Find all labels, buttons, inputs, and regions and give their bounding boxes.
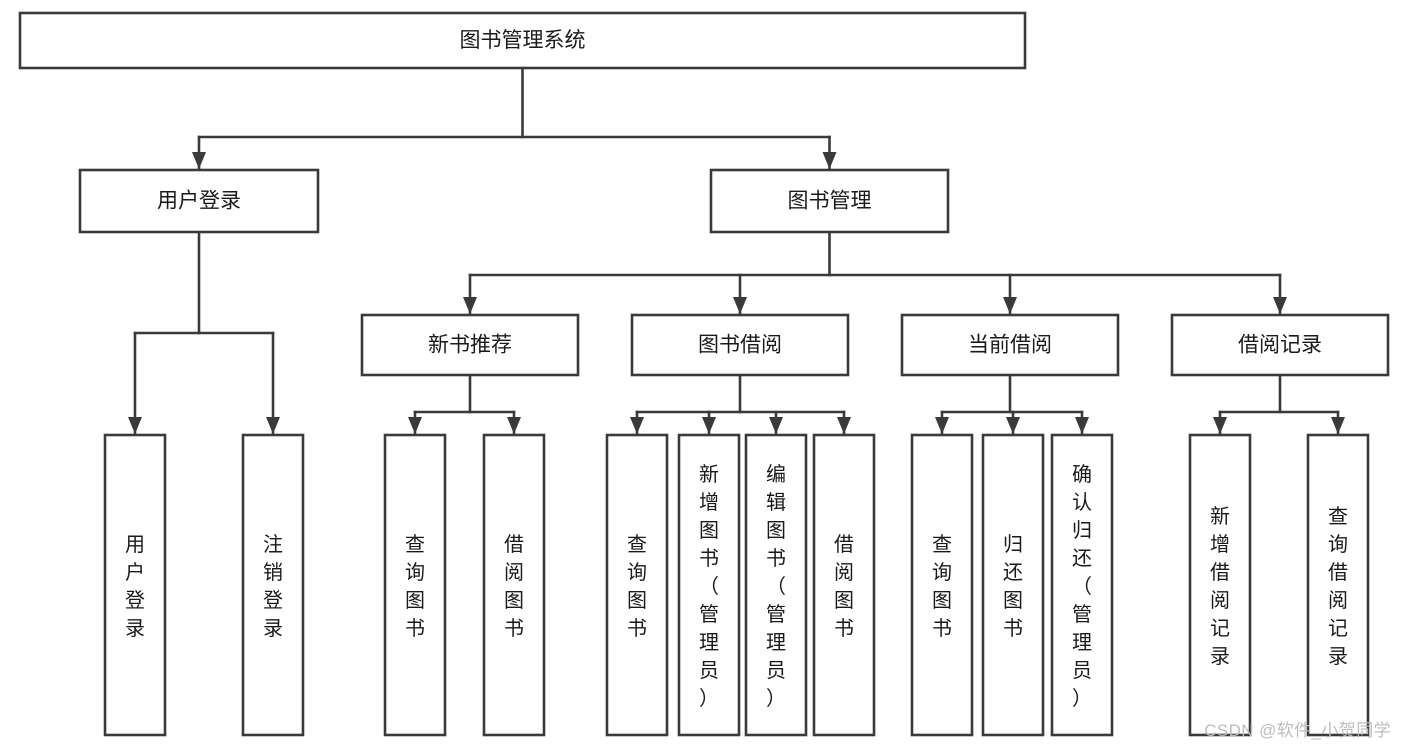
- node-leaf-6[interactable]: 编辑图书（管理员）: [744, 433, 808, 737]
- node-label: 注销登录: [263, 533, 283, 640]
- node-box: [744, 433, 808, 737]
- node-level3-新书推荐[interactable]: 新书推荐: [360, 313, 580, 377]
- node-leaf-8[interactable]: 查询图书: [910, 433, 974, 737]
- node-box: [709, 168, 950, 234]
- arrow-head-icon: [463, 297, 477, 314]
- node-label: 借阅图书: [834, 533, 854, 640]
- node-box: [900, 313, 1120, 377]
- node-level3-借阅记录[interactable]: 借阅记录: [1170, 313, 1390, 377]
- node-box: [1050, 433, 1114, 737]
- node-leaf-0[interactable]: 用户登录: [103, 433, 167, 737]
- arrow-head-icon: [1213, 417, 1227, 434]
- node-label: 图书管理系统: [460, 29, 586, 52]
- node-level3-当前借阅[interactable]: 当前借阅: [900, 313, 1120, 377]
- node-level3-图书借阅[interactable]: 图书借阅: [630, 313, 850, 377]
- node-leaf-11[interactable]: 新增借阅记录: [1188, 433, 1252, 737]
- node-label: 新增借阅记录: [1210, 505, 1230, 668]
- node-label: 归还图书: [1003, 533, 1023, 640]
- node-label: 查询图书: [932, 533, 952, 640]
- arrow-head-icon: [1331, 417, 1345, 434]
- arrow-head-icon: [128, 417, 142, 434]
- arrow-head-icon: [266, 417, 280, 434]
- node-label: 查询图书: [405, 533, 425, 640]
- node-level2-图书管理[interactable]: 图书管理: [709, 168, 950, 234]
- node-label: 查询借阅记录: [1328, 505, 1348, 668]
- arrow-head-icon: [192, 152, 206, 169]
- arrow-head-icon: [1273, 297, 1287, 314]
- node-box: [910, 433, 974, 737]
- node-leaf-10[interactable]: 确认归还（管理员）: [1050, 433, 1114, 737]
- node-box: [677, 433, 741, 737]
- node-box: [383, 433, 447, 737]
- node-box: [482, 433, 546, 737]
- node-label: 当前借阅: [968, 334, 1052, 357]
- node-leaf-3[interactable]: 借阅图书: [482, 433, 546, 737]
- node-label: 用户登录: [125, 534, 145, 640]
- node-box: [103, 433, 167, 737]
- nodes-layer: 图书管理系统用户登录图书管理新书推荐图书借阅当前借阅借阅记录用户登录注销登录查询…: [18, 11, 1390, 737]
- arrow-head-icon: [1006, 417, 1020, 434]
- node-box: [630, 313, 850, 377]
- node-leaf-2[interactable]: 查询图书: [383, 433, 447, 737]
- node-box: [360, 313, 580, 377]
- node-label: 新书推荐: [428, 334, 512, 357]
- arrow-head-icon: [769, 417, 783, 434]
- node-root-图书管理系统[interactable]: 图书管理系统: [18, 11, 1027, 70]
- arrow-head-icon: [733, 297, 747, 314]
- node-label: 确认归还（管理员）: [1072, 463, 1092, 710]
- node-label: 图书借阅: [698, 334, 782, 357]
- arrow-head-icon: [837, 417, 851, 434]
- node-box: [1306, 433, 1370, 737]
- arrow-head-icon: [1003, 297, 1017, 314]
- node-leaf-9[interactable]: 归还图书: [981, 433, 1045, 737]
- node-leaf-1[interactable]: 注销登录: [241, 433, 305, 737]
- arrow-head-icon: [408, 417, 422, 434]
- node-label: 新增图书（管理员）: [699, 463, 719, 710]
- arrow-head-icon: [507, 417, 521, 434]
- node-box: [812, 433, 876, 737]
- node-leaf-4[interactable]: 查询图书: [605, 433, 669, 737]
- node-box: [981, 433, 1045, 737]
- node-leaf-12[interactable]: 查询借阅记录: [1306, 433, 1370, 737]
- node-box: [78, 168, 320, 234]
- node-label: 借阅图书: [504, 533, 524, 640]
- arrow-head-icon: [702, 417, 716, 434]
- arrow-head-icon: [1075, 417, 1089, 434]
- connectors-layer: [128, 66, 1345, 435]
- arrow-head-icon: [822, 152, 837, 169]
- node-leaf-5[interactable]: 新增图书（管理员）: [677, 433, 741, 737]
- node-label: 编辑图书（管理员）: [766, 463, 786, 710]
- arrow-head-icon: [935, 417, 949, 434]
- node-level2-用户登录[interactable]: 用户登录: [78, 168, 320, 234]
- node-box: [605, 433, 669, 737]
- node-label: 图书管理: [788, 190, 872, 213]
- node-box: [18, 11, 1027, 70]
- node-label: 查询图书: [627, 533, 647, 640]
- node-leaf-7[interactable]: 借阅图书: [812, 433, 876, 737]
- node-label: 用户登录: [157, 190, 241, 213]
- node-box: [1188, 433, 1252, 737]
- node-label: 借阅记录: [1238, 334, 1322, 357]
- node-box: [241, 433, 305, 737]
- node-box: [1170, 313, 1390, 377]
- arrow-head-icon: [630, 417, 644, 434]
